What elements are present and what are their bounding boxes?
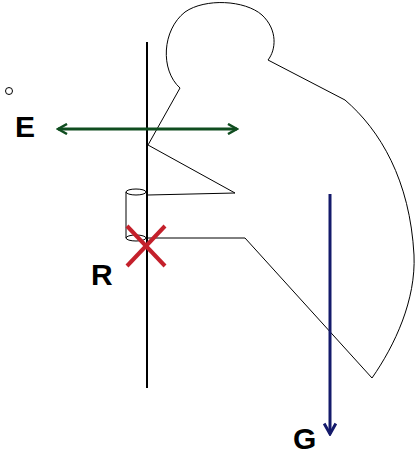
resistance-mark [127,226,165,266]
gravity-label: G [293,424,316,454]
small-circle [6,88,13,95]
force-label: E [15,112,35,142]
body-outline [148,3,414,378]
vertical-axis [146,42,148,388]
pivot-label: R [91,260,113,290]
gravity-arrow [329,194,332,434]
effort-arrow [58,128,237,131]
